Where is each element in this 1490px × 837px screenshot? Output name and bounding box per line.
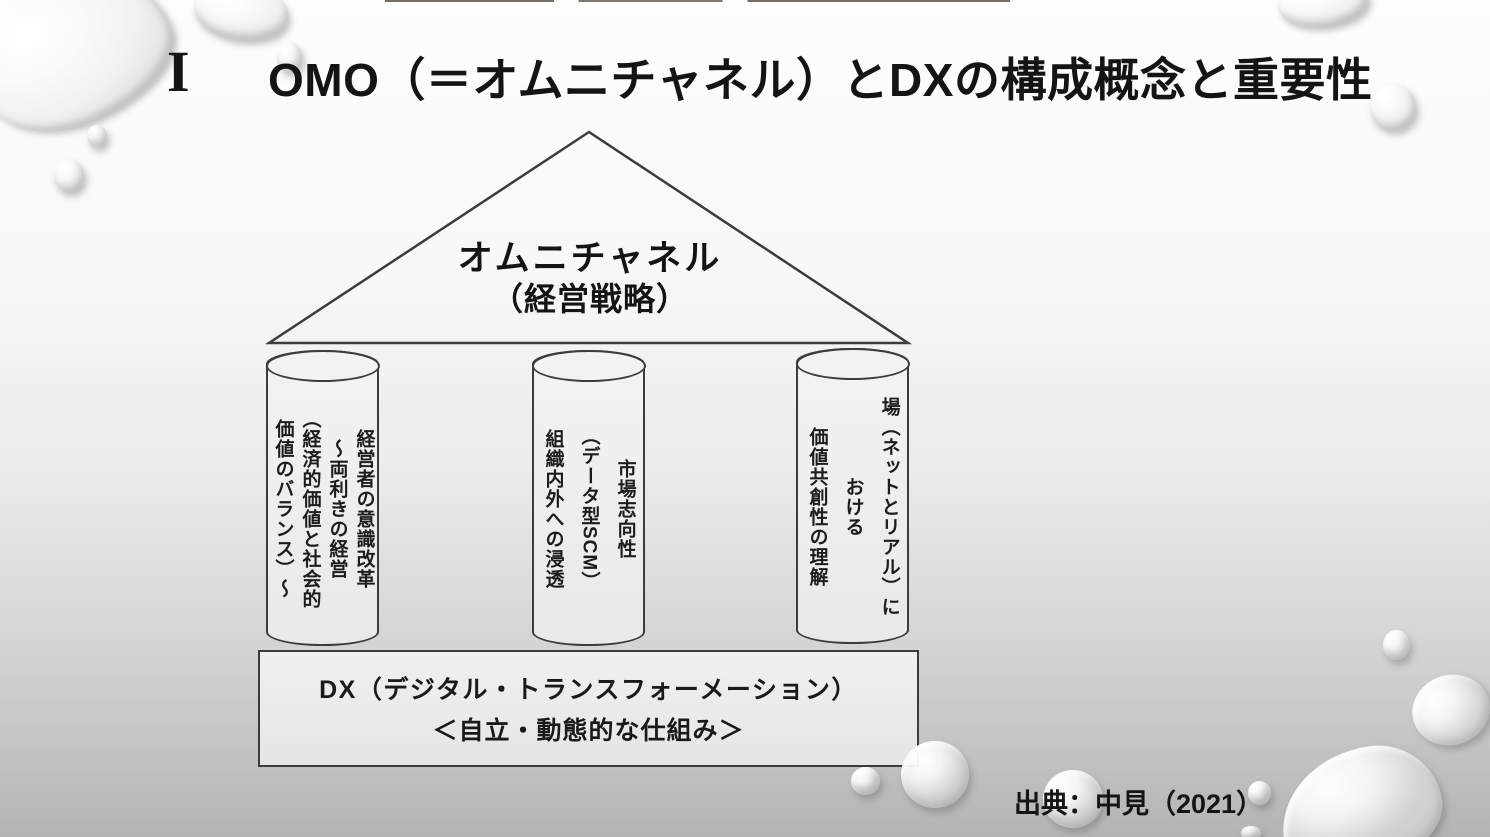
video-edge-artifact — [385, 0, 1010, 2]
water-droplet-decoration — [1275, 0, 1371, 31]
water-droplet-decoration — [190, 0, 293, 46]
dx-foundation-box: DX（デジタル・トランスフォーメーション） ＜自立・動態的な仕組み＞ — [258, 650, 919, 767]
pillar-value-cocreation: 場（ネットとリアル）に おける 価値共創性の理解 — [795, 347, 910, 644]
dx-foundation-line1: DX（デジタル・トランスフォーメーション） — [319, 676, 858, 704]
pillar-text-block: 経営者の意識改革 ～両利きの経営 （経済的価値と社会的 価値のバランス）～ — [268, 382, 377, 636]
water-droplet-decoration — [901, 741, 969, 808]
roof-triangle-shape — [264, 130, 913, 345]
pillar-market-orientation: 市場志向性 （データ型SCM） 組織内外への浸透 — [531, 349, 646, 646]
pillar-text-line: （経済的価値と社会的 — [299, 409, 321, 609]
pillar-text-line: ～両利きの経営 — [326, 439, 348, 579]
water-droplet-decoration — [1248, 781, 1271, 805]
pillar-text-line: 価値のバランス）～ — [272, 419, 294, 599]
pillar-text-line: おける — [842, 477, 864, 537]
pillar-text-line: 経営者の意識改革 — [353, 429, 375, 589]
water-droplet-decoration — [87, 125, 107, 147]
pillar-text-line: 組織内外への浸透 — [542, 428, 564, 589]
pillar-management-mindset: 経営者の意識改革 ～両利きの経営 （経済的価値と社会的 価値のバランス）～ — [265, 349, 380, 646]
water-droplet-decoration — [1241, 826, 1261, 837]
pillar-text-line: 場（ネットとリアル）に — [878, 397, 900, 617]
source-citation: 出典：中見（2021） — [1014, 789, 1264, 819]
water-droplet-decoration — [1383, 630, 1410, 660]
water-droplet-decoration — [1272, 737, 1450, 837]
section-number: I — [167, 39, 190, 104]
water-droplet-decoration — [54, 159, 84, 192]
pillar-text-block: 場（ネットとリアル）に おける 価値共創性の理解 — [798, 380, 907, 634]
slide-title: OMO（＝オムニチャネル）とDXの構成概念と重要性 — [268, 54, 1373, 106]
roof-label-line2: （経営戦略） — [490, 281, 689, 317]
dx-foundation-line2: ＜自立・動態的な仕組み＞ — [432, 717, 745, 745]
pillar-text-line: （データ型SCM） — [578, 426, 600, 592]
water-droplet-decoration — [1043, 770, 1103, 828]
water-droplet-decoration — [277, 42, 302, 72]
roof-label-line1: オムニチャネル — [457, 239, 723, 278]
water-droplet-decoration — [1370, 84, 1416, 130]
pillar-text-block: 市場志向性 （データ型SCM） 組織内外への浸透 — [534, 382, 643, 636]
pillar-text-line: 価値共創性の理解 — [806, 427, 828, 587]
water-droplet-decoration — [1403, 664, 1490, 756]
pillar-text-line: 市場志向性 — [614, 458, 636, 559]
water-droplet-decoration — [851, 767, 880, 795]
